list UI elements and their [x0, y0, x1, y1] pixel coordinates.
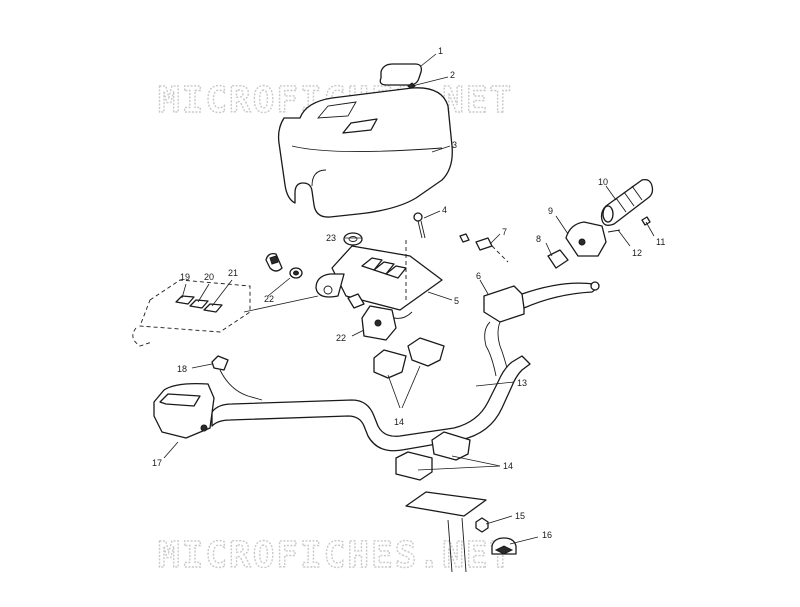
part-14-clamp-upper: [373, 337, 445, 379]
part-1-pad: [379, 63, 423, 86]
callout-10: 10: [598, 177, 608, 187]
callout-4: 4: [442, 205, 447, 215]
callout-2: 2: [450, 70, 455, 80]
callout-6: 6: [476, 271, 481, 281]
callout-20: 20: [204, 272, 214, 282]
part-10-grip: [600, 178, 654, 226]
callout-11: 11: [656, 237, 665, 247]
callout-1: 1: [438, 46, 443, 56]
part-7-cable: [459, 233, 509, 263]
part-14-clamp-lower: [395, 431, 471, 481]
callout-14-upper: 14: [394, 417, 404, 427]
part-18-connector: [211, 355, 263, 401]
part-6-master-cylinder: [483, 285, 525, 377]
callout-22-lower: 22: [336, 333, 346, 343]
callout-numbers: 1 2 3 4 5 6 7 8 9 10 11 12 13 14 14 15 1…: [152, 46, 665, 540]
parts-19-21-switch-panel: [132, 279, 251, 347]
callout-5: 5: [454, 296, 459, 306]
part-16-clamp: [491, 537, 517, 555]
callout-8: 8: [536, 234, 541, 244]
watermark-bottom: MICROFICHES.NET: [158, 535, 513, 576]
callout-13: 13: [517, 378, 527, 388]
part-5-bracket: [315, 240, 443, 311]
part-8-cap: [547, 249, 569, 269]
callout-15: 15: [515, 511, 525, 521]
callout-21: 21: [228, 268, 238, 278]
callout-9: 9: [548, 206, 553, 216]
part-4-bolt: [413, 212, 426, 239]
callout-12: 12: [632, 248, 642, 258]
leader-lines: [163, 53, 655, 545]
callout-22-upper: 22: [264, 294, 274, 304]
part-15-nut: [475, 517, 489, 533]
callout-17: 17: [152, 458, 162, 468]
part-17-switch-housing: [153, 382, 215, 439]
part-3-cover: [277, 87, 453, 218]
callout-19: 19: [180, 272, 190, 282]
part-9-throttle-housing: [565, 221, 607, 257]
part-22-switch-upper: [265, 252, 303, 279]
callout-16: 16: [542, 530, 552, 540]
callout-7: 7: [502, 227, 507, 237]
part-brake-lever: [521, 281, 600, 309]
part-11-screw: [641, 216, 651, 226]
callout-14-lower: 14: [503, 461, 513, 471]
callout-3: 3: [452, 140, 457, 150]
callout-18: 18: [177, 364, 187, 374]
part-23-grommet: [343, 232, 363, 246]
part-13-handlebar: [211, 355, 531, 452]
part-mount-plate: [405, 491, 487, 573]
callout-23: 23: [326, 233, 336, 243]
part-22-switch-lower: [347, 293, 413, 341]
